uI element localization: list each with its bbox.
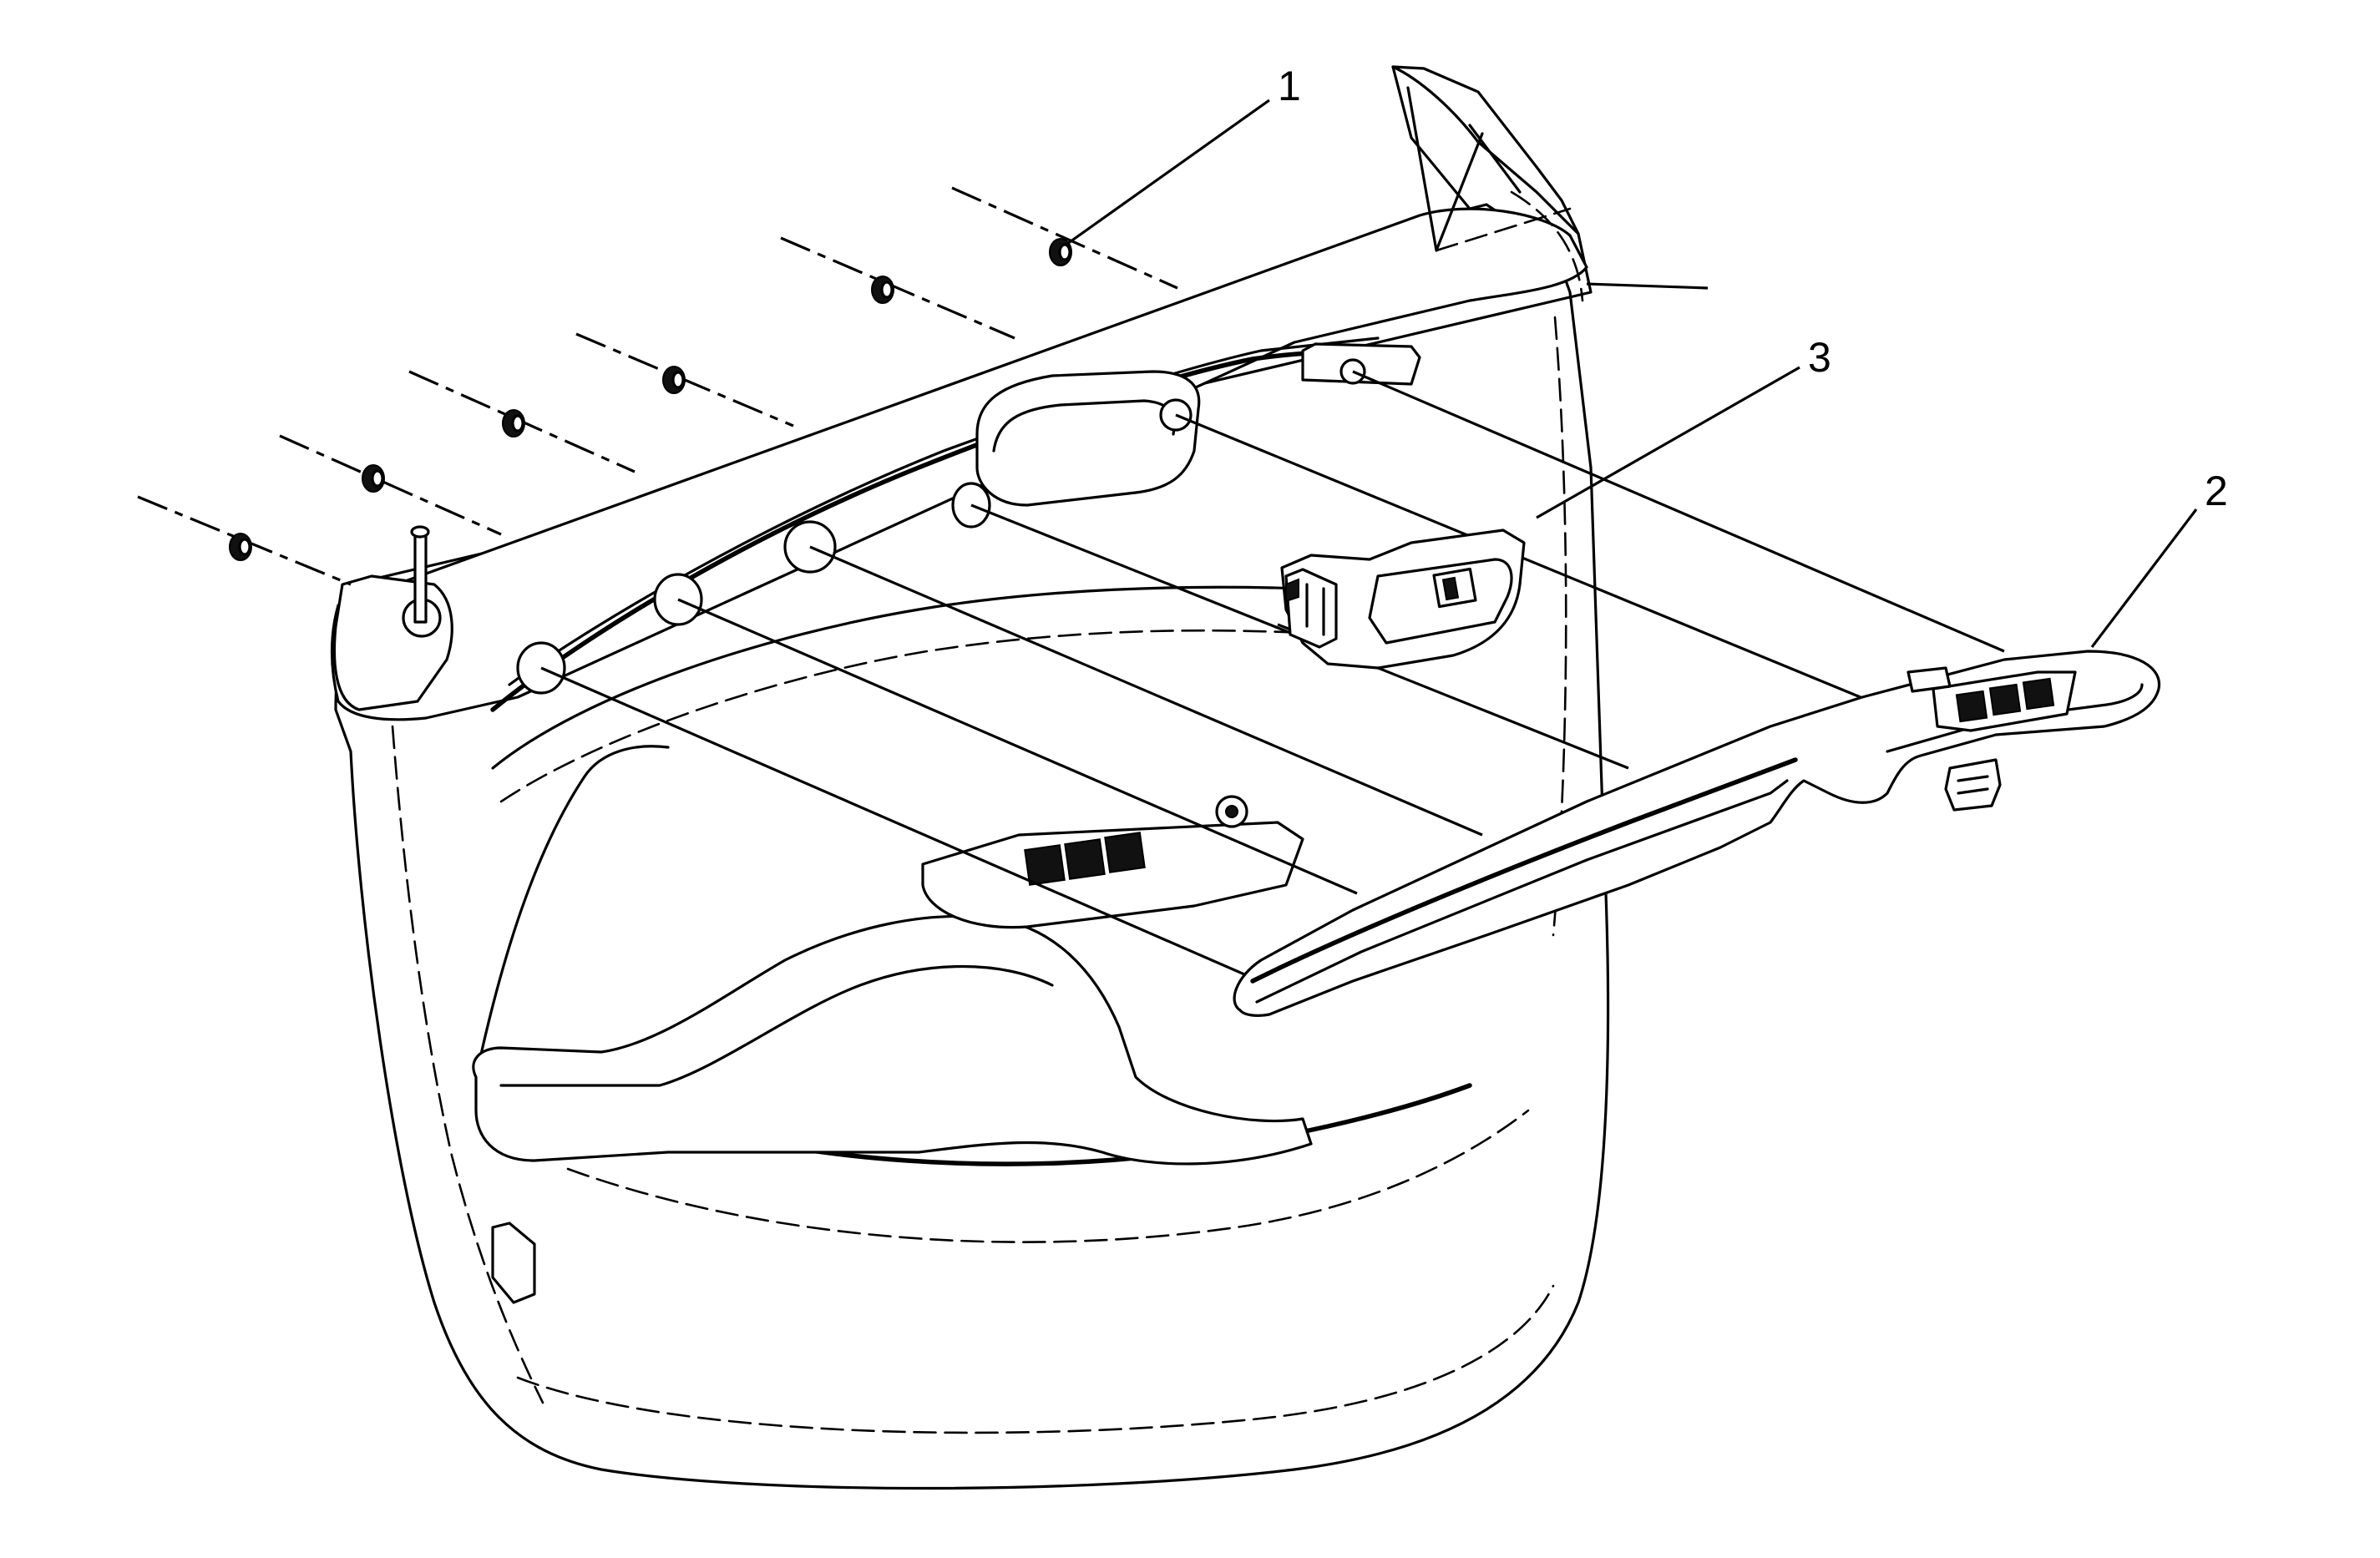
locating-pin bbox=[413, 533, 428, 624]
nut-4 bbox=[662, 366, 686, 394]
lower-reflector-pocket bbox=[491, 1222, 536, 1304]
mirror-switch-button-face bbox=[1441, 576, 1460, 601]
trim-switch-3 bbox=[2022, 677, 2055, 711]
nut-2 bbox=[362, 464, 385, 493]
mirror-switch-housing-face bbox=[1368, 558, 1513, 645]
armrest-pull-handle-edge bbox=[499, 964, 1054, 1087]
panel-mid-contour-hidden bbox=[499, 629, 1338, 803]
mirror-switch-clip-detail bbox=[1285, 578, 1299, 603]
armrest-upper-recess-inner bbox=[508, 336, 1380, 686]
trim-plate-inner-edge bbox=[1255, 683, 2144, 1004]
armrest-switch-bezel bbox=[921, 821, 1304, 929]
callout-leaders bbox=[1066, 99, 2198, 648]
callout-labels: 1 2 3 bbox=[1278, 63, 2228, 514]
nut-2-bore bbox=[371, 469, 384, 488]
trim-plate-front-edge bbox=[1250, 757, 1798, 984]
locating-pin-head bbox=[410, 525, 430, 539]
mirror-switch-clip bbox=[1305, 583, 1325, 636]
assembly-line-h bbox=[1586, 282, 1709, 290]
trim-switch-2 bbox=[1988, 683, 2022, 716]
assembly-line-f bbox=[1352, 370, 2005, 653]
trim-plate-window-switches bbox=[1955, 677, 2055, 723]
nut-6 bbox=[1049, 238, 1072, 266]
map-pocket-hidden bbox=[566, 1109, 1530, 1243]
trim-plate-body bbox=[1233, 650, 2161, 1017]
door-trim-panel bbox=[330, 65, 1610, 1490]
assembly-line-b bbox=[677, 598, 1358, 895]
callout-3-leader bbox=[1536, 366, 1800, 519]
callout-2: 2 bbox=[2205, 468, 2228, 514]
mirror-switch bbox=[1280, 529, 1526, 670]
nut-1-bore bbox=[238, 538, 251, 556]
switch-trim-plate bbox=[1233, 650, 2161, 1017]
trim-plate-connector bbox=[1944, 758, 2002, 812]
map-pocket-outline bbox=[474, 745, 670, 1079]
nut-3-bore bbox=[511, 414, 524, 432]
callout-3: 3 bbox=[1808, 334, 1831, 381]
trim-plate-rear-tab bbox=[1907, 666, 1952, 693]
panel-left-hidden bbox=[391, 725, 544, 1404]
nut-5 bbox=[871, 276, 894, 304]
callout-1-leader bbox=[1066, 99, 1270, 245]
nut-1 bbox=[229, 533, 252, 561]
assembly-line-c bbox=[809, 545, 1483, 837]
armrest-window-switches bbox=[1024, 832, 1146, 886]
trim-switch-1 bbox=[1955, 690, 1988, 723]
nut-axis-line-2 bbox=[279, 434, 502, 536]
armrest-switch-2 bbox=[1064, 838, 1106, 880]
mirror-control-knob-center bbox=[1225, 805, 1238, 818]
window-frame-hidden bbox=[1435, 190, 1584, 302]
nut-5-bore bbox=[880, 281, 894, 299]
armrest-switch-1 bbox=[1024, 844, 1066, 886]
assembly-line-a bbox=[540, 666, 1270, 987]
nut-3 bbox=[502, 409, 525, 438]
trim-plate-connector-pins bbox=[1957, 775, 1989, 795]
armrest-switch-3 bbox=[1104, 832, 1146, 873]
callout-1: 1 bbox=[1278, 63, 1301, 109]
sill-switch-recess bbox=[975, 370, 1201, 507]
nut-axis-line-5 bbox=[780, 236, 1015, 340]
upper-sill-molding bbox=[330, 207, 1588, 721]
window-frame-inner bbox=[1406, 86, 1522, 252]
callout-2-leader bbox=[2090, 508, 2198, 648]
nut-axis-line-6 bbox=[951, 186, 1178, 290]
nut-4-bore bbox=[671, 371, 685, 389]
nut-6-bore bbox=[1058, 243, 1071, 261]
panel-lower-hidden bbox=[516, 1284, 1555, 1434]
fastener-nuts bbox=[137, 186, 1178, 586]
armrest-pull-handle bbox=[472, 914, 1313, 1166]
